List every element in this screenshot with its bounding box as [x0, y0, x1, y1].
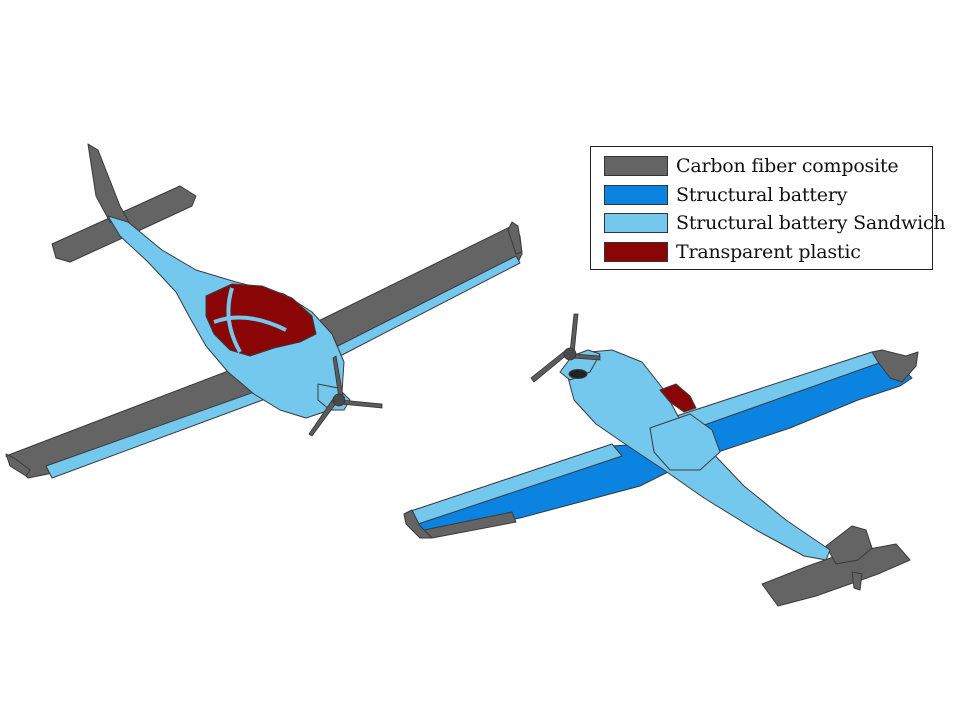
legend-swatch-carbon-fiber: [604, 156, 668, 177]
legend: Carbon fiber composite Structural batter…: [590, 146, 946, 270]
legend-label: Structural battery: [676, 183, 848, 206]
legend-label: Transparent plastic: [676, 240, 861, 263]
right-aircraft-fin-tip: [851, 571, 863, 591]
legend-item-transparent-plastic: Transparent plastic: [604, 238, 932, 267]
legend-item-structural-battery-sandwich: Structural battery Sandwich: [604, 209, 946, 238]
legend-swatch-transparent-plastic: [604, 241, 668, 262]
left-aircraft-right-winglet: [507, 221, 523, 255]
right-aircraft-horizontal-stabilizer: [761, 543, 911, 607]
legend-swatch-structural-battery: [604, 184, 668, 205]
right-aircraft: [403, 349, 919, 607]
left-aircraft-vertical-fin: [87, 143, 131, 225]
legend-item-carbon-fiber: Carbon fiber composite: [604, 152, 932, 181]
legend-swatch-structural-battery-sandwich: [604, 213, 668, 234]
right-aircraft-left-wing-tip: [403, 509, 433, 539]
left-aircraft-left-winglet: [5, 453, 31, 477]
right-aircraft-air-intake: [568, 369, 588, 379]
legend-label: Carbon fiber composite: [676, 155, 899, 178]
left-aircraft-canopy-frame: [213, 287, 287, 353]
right-aircraft-wing-root-fairing: [649, 413, 721, 471]
right-aircraft-right-wing-tip: [871, 349, 919, 383]
right-aircraft-propeller: [530, 313, 601, 383]
right-aircraft-left-wing: [407, 443, 669, 537]
left-aircraft-left-wing: [5, 367, 261, 479]
right-aircraft-vertical-fin: [825, 525, 873, 565]
left-aircraft-propeller: [308, 355, 383, 437]
right-aircraft-canopy: [659, 383, 697, 413]
legend-label: Structural battery Sandwich: [676, 212, 946, 235]
legend-item-structural-battery: Structural battery: [604, 181, 932, 210]
left-aircraft: [5, 143, 523, 479]
